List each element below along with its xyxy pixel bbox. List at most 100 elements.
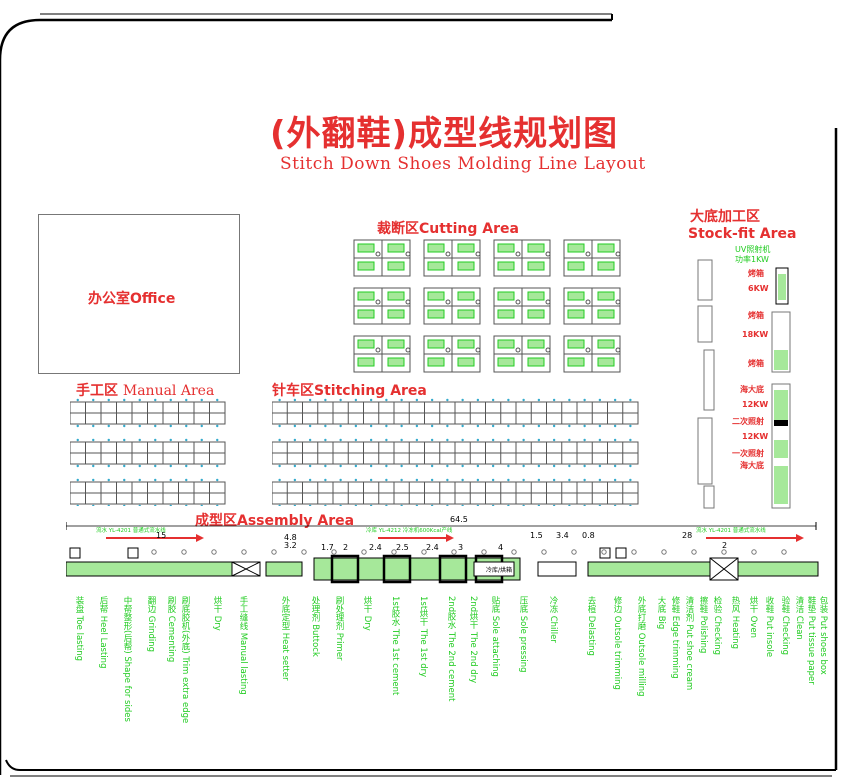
stockfit-step-2-power: 12KW bbox=[742, 432, 769, 441]
work-table-row bbox=[70, 398, 226, 428]
stitching-tables bbox=[272, 398, 639, 506]
manual-tables bbox=[70, 398, 226, 506]
cutting-machine-block bbox=[423, 335, 481, 373]
office-label: 办公室Office bbox=[88, 291, 176, 307]
stockfit-uv-power: 功率1KW bbox=[735, 255, 769, 264]
assembly-dimension: 2 bbox=[722, 541, 727, 550]
assembly-dimension: 4.8 bbox=[284, 533, 297, 542]
stockfit-oven-1-power: 6KW bbox=[748, 284, 769, 293]
cutting-machine-block bbox=[563, 287, 621, 325]
work-table-row bbox=[272, 438, 639, 468]
manual-label: 手工区 Manual Area bbox=[76, 380, 214, 400]
assembly-station-label: 刷底胶机(外底) Trim extra edge bbox=[180, 596, 190, 724]
assembly-station-label: 装盘 Toe lasting bbox=[74, 596, 84, 662]
stockfit-step-4: 海大底 bbox=[740, 461, 764, 470]
cutting-machines bbox=[353, 239, 621, 373]
cutting-machine-block bbox=[493, 335, 551, 373]
cutting-machine-block bbox=[353, 287, 411, 325]
assembly-station-label: 烘干 Oven bbox=[748, 596, 758, 639]
page-title: (外翻鞋)成型线规划图 bbox=[270, 114, 619, 154]
stockfit-step-2: 二次照射 bbox=[732, 417, 764, 426]
page-subtitle: Stitch Down Shoes Molding Line Layout bbox=[280, 154, 646, 174]
assembly-station-label: 处理剂 Buttock bbox=[310, 596, 320, 657]
manual-label-cn: 手工区 bbox=[76, 383, 118, 399]
cutting-machine-block bbox=[493, 287, 551, 325]
assembly-station-label: 去楦 Delasting bbox=[586, 596, 596, 656]
stockfit-oven-2: 烤箱 bbox=[748, 311, 764, 320]
stockfit-label-en: Stock-fit Area bbox=[688, 226, 797, 242]
cutting-machine-block bbox=[423, 239, 481, 277]
assembly-dimension: 2.4 bbox=[426, 543, 439, 552]
cutting-label: 裁断区Cutting Area bbox=[377, 221, 519, 237]
office-area bbox=[38, 214, 240, 374]
assembly-total-dim: 64.5 bbox=[450, 515, 468, 524]
stockfit-step-1-power: 12KW bbox=[742, 400, 769, 409]
assembly-station-labels: 装盘 Toe lasting 后帮 Heel Lasting 中帮整形(后帮) Sh… bbox=[66, 592, 830, 724]
assembly-station-label: 外底定型 Heat setter bbox=[280, 596, 290, 681]
stockfit-line bbox=[697, 259, 791, 509]
assembly-station-label: 烘干 Dry bbox=[212, 596, 222, 631]
assembly-station-label: 修鞋 Edge trimming bbox=[670, 596, 680, 679]
stockfit-step-1: 海大底 bbox=[740, 385, 764, 394]
assembly-station-label: 收鞋 Put insole bbox=[764, 596, 774, 658]
assembly-dimension: 2.4 bbox=[369, 543, 382, 552]
assembly-dimension: 1.5 bbox=[530, 531, 543, 540]
stockfit-step-3: 一次照射 bbox=[732, 449, 764, 458]
cutting-machine-block bbox=[493, 239, 551, 277]
work-table-row bbox=[70, 478, 226, 506]
assembly-station-label: 贴底 Sole attaching bbox=[490, 596, 500, 677]
assembly-station-label: 2nd烘干 The 2nd dry bbox=[468, 596, 478, 684]
assembly-station-label: 刷胶 Cementing bbox=[166, 596, 176, 663]
work-table-row bbox=[70, 438, 226, 468]
assembly-station-label: 中帮整形(后帮) Shape for sides bbox=[122, 596, 132, 722]
assembly-arrow-label: 流水 YL-4201 普通式流水线 bbox=[96, 526, 166, 534]
assembly-station-label: 验鞋 Checking bbox=[780, 596, 790, 655]
assembly-center-label: 冷库/烘箱 bbox=[486, 566, 512, 574]
manual-label-en: Manual Area bbox=[122, 383, 215, 399]
assembly-station-label: 1st烘干 The 1st dry bbox=[418, 596, 428, 678]
assembly-dimension: 15 bbox=[156, 531, 166, 540]
assembly-dimension: 2 bbox=[343, 543, 348, 552]
stockfit-oven-3: 烤箱 bbox=[748, 359, 764, 368]
assembly-dimension: 1.7 bbox=[321, 543, 334, 552]
stockfit-label-cn: 大底加工区 bbox=[690, 209, 760, 225]
cutting-machine-block bbox=[563, 239, 621, 277]
assembly-dimension: 28 bbox=[682, 531, 692, 540]
assembly-dimension: 4 bbox=[498, 543, 503, 552]
assembly-station-label: 鞋垫 Put tissue paper bbox=[806, 596, 816, 685]
assembly-station-label: 包装 Put shoes box bbox=[818, 596, 828, 675]
assembly-arrow-label: 流水 YL-4201 普通式流水线 bbox=[696, 526, 766, 534]
cutting-machine-block bbox=[353, 335, 411, 373]
assembly-dimension: 3.4 bbox=[556, 531, 569, 540]
assembly-station-label: 2nd胶水 The 2nd cement bbox=[446, 596, 456, 702]
assembly-station-label: 压底 Sole pressing bbox=[518, 596, 528, 673]
assembly-label: 成型区Assembly Area bbox=[195, 513, 355, 529]
assembly-station-label: 翻边 Grinding bbox=[146, 596, 156, 653]
cutting-machine-block bbox=[353, 239, 411, 277]
work-table-row bbox=[272, 478, 639, 506]
cutting-machine-block bbox=[563, 335, 621, 373]
assembly-station-label: 烘干 Dry bbox=[362, 596, 372, 631]
assembly-station-label: 清洁 Clean bbox=[794, 596, 804, 640]
assembly-station-label: 冷冻 Chiller bbox=[548, 596, 558, 643]
assembly-station-label: 大底 Big bbox=[656, 596, 666, 630]
assembly-station-label: 后帮 Heel Lasting bbox=[98, 596, 108, 669]
assembly-station-label: 清洁剂 Put shoe cream bbox=[684, 596, 694, 691]
assembly-dimension: 3.2 bbox=[284, 541, 297, 550]
assembly-station-label: 修边 Outsole trimming bbox=[612, 596, 622, 690]
assembly-dimension: 0.8 bbox=[582, 531, 595, 540]
stockfit-oven-1: 烤箱 bbox=[748, 269, 764, 278]
assembly-arrow-label: 冷库 YL-4212 冷冻机600Kcal产线 bbox=[366, 526, 453, 534]
stockfit-uv-label: UV照射机 bbox=[735, 245, 771, 254]
assembly-station-label: 检验 Checking bbox=[712, 596, 722, 655]
assembly-station-label: 1st胶水 The 1st cement bbox=[390, 596, 400, 696]
assembly-station-label: 擦鞋 Polishing bbox=[698, 596, 708, 654]
assembly-station-label: 手工缝线 Manual lasting bbox=[238, 596, 248, 695]
stitching-label: 针车区Stitching Area bbox=[272, 383, 427, 399]
cutting-machine-block bbox=[423, 287, 481, 325]
assembly-dimension: 3 bbox=[458, 543, 463, 552]
assembly-station-label: 热风 Heating bbox=[730, 596, 740, 650]
work-table-row bbox=[272, 398, 639, 428]
